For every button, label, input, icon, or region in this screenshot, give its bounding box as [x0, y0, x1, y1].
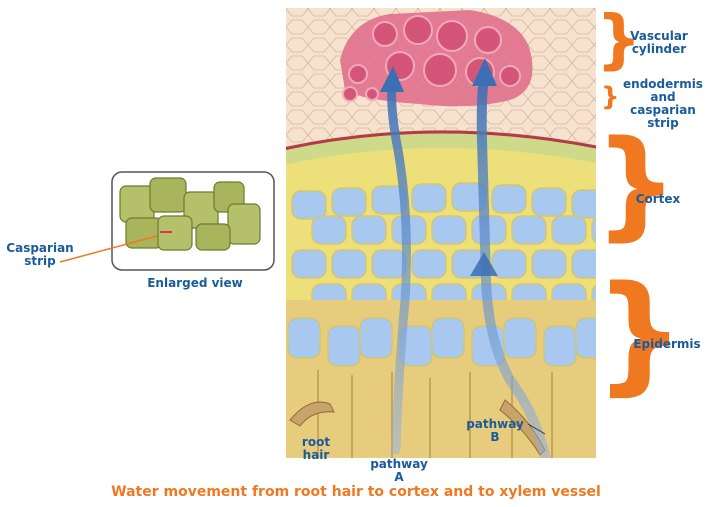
- cortex-cell: [312, 216, 346, 244]
- cortex-cell: [352, 216, 386, 244]
- cortex-cell: [492, 185, 526, 213]
- cortex-brace: }: [594, 124, 678, 242]
- cortex-cell: [552, 216, 586, 244]
- label-enlarged-view: Enlarged view: [130, 277, 260, 290]
- cortex-cell: [372, 250, 406, 278]
- epidermis-cell: [360, 318, 392, 358]
- label-endodermis: endodermis and casparian strip: [622, 78, 704, 130]
- cortex-cell: [412, 184, 446, 212]
- label-epidermis: Epidermis: [626, 338, 708, 351]
- label-root-hair: root hair: [296, 436, 336, 462]
- cortex-cell: [412, 250, 446, 278]
- label-vascular-cylinder: Vascular cylinder: [624, 30, 694, 56]
- label-pathway-b: pathway B: [464, 418, 526, 444]
- epidermis-cell: [504, 318, 536, 358]
- cortex-cell: [432, 216, 466, 244]
- cortex-cell: [512, 216, 546, 244]
- figure-caption: Water movement from root hair to cortex …: [0, 484, 712, 500]
- xylem-cluster: [340, 10, 533, 106]
- cortex-cell: [532, 188, 566, 216]
- cortex-cell: [332, 250, 366, 278]
- epidermis-cell: [288, 318, 320, 358]
- cortex-cell: [292, 191, 326, 219]
- epidermis-cell: [544, 326, 576, 366]
- cortex-cell: [292, 250, 326, 278]
- label-pathway-a: pathway A: [368, 458, 430, 484]
- cortex-cell: [332, 188, 366, 216]
- label-cortex: Cortex: [626, 193, 690, 206]
- cortex-cell: [492, 250, 526, 278]
- label-casparian-strip: Casparian strip: [6, 242, 74, 268]
- endodermis-brace: }: [601, 84, 620, 110]
- epidermis-cell: [328, 326, 360, 366]
- main-panel: [270, 8, 626, 470]
- epidermis-cell: [432, 318, 464, 358]
- epidermis-brace: }: [594, 270, 685, 398]
- cortex-cell: [532, 250, 566, 278]
